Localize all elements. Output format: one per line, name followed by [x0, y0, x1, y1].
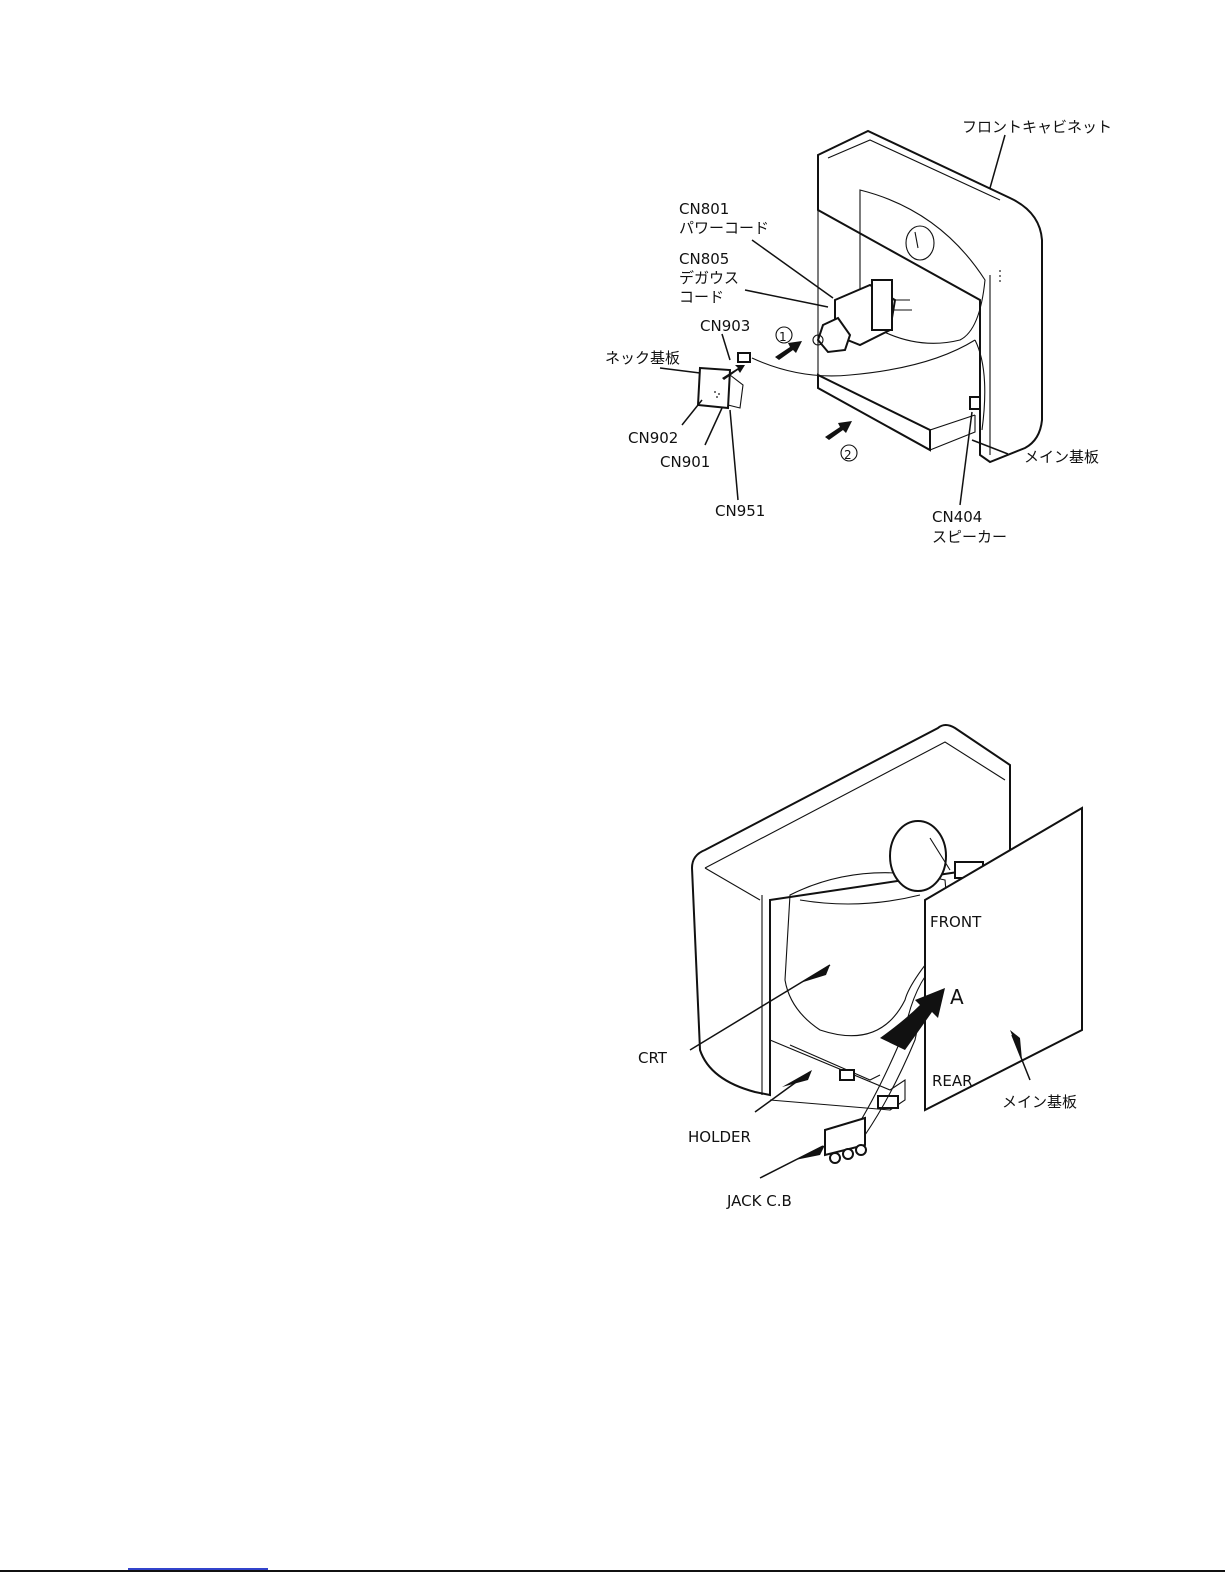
figure-1-cabinet-removal: 1 2 フロントキャビネット CN801 パワーコード CN805 デガウス コ…	[605, 118, 1112, 546]
label-power-cord: パワーコード	[679, 219, 769, 237]
label-cn901: CN901	[660, 453, 710, 471]
label-crt: CRT	[638, 1049, 668, 1067]
label-holder: HOLDER	[688, 1128, 751, 1146]
neck-board	[698, 368, 730, 408]
page-bottom-link-underline	[128, 1568, 268, 1570]
main-board-chassis	[818, 375, 930, 450]
step-2-number: 2	[844, 448, 852, 462]
label-jack-cb: JACK C.B	[726, 1192, 792, 1210]
label-cn902: CN902	[628, 429, 678, 447]
label-front-cabinet: フロントキャビネット	[962, 118, 1112, 136]
label-cn903: CN903	[700, 317, 750, 335]
label-rear: REAR	[932, 1072, 973, 1090]
label-degauss-2: コード	[679, 288, 724, 306]
label-main-board-2: メイン基板	[1002, 1093, 1077, 1111]
label-neck-board: ネック基板	[605, 349, 680, 367]
label-speaker: スピーカー	[932, 528, 1007, 546]
arrow-step-2	[825, 421, 852, 440]
label-cn801: CN801	[679, 200, 729, 218]
label-main-board: メイン基板	[1024, 448, 1099, 466]
holder-pointer	[782, 1070, 812, 1087]
label-front: FRONT	[930, 913, 982, 931]
figure-2-main-board-removal: FRONT A CRT REAR メイン基板 HOLDER JACK C.B	[638, 725, 1082, 1210]
page-bottom-rule	[0, 1570, 1225, 1572]
label-a: A	[950, 985, 964, 1009]
label-cn951: CN951	[715, 502, 765, 520]
step-1-number: 1	[779, 330, 787, 344]
label-cn805: CN805	[679, 250, 729, 268]
label-cn404: CN404	[932, 508, 982, 526]
label-degauss-1: デガウス	[679, 269, 739, 287]
